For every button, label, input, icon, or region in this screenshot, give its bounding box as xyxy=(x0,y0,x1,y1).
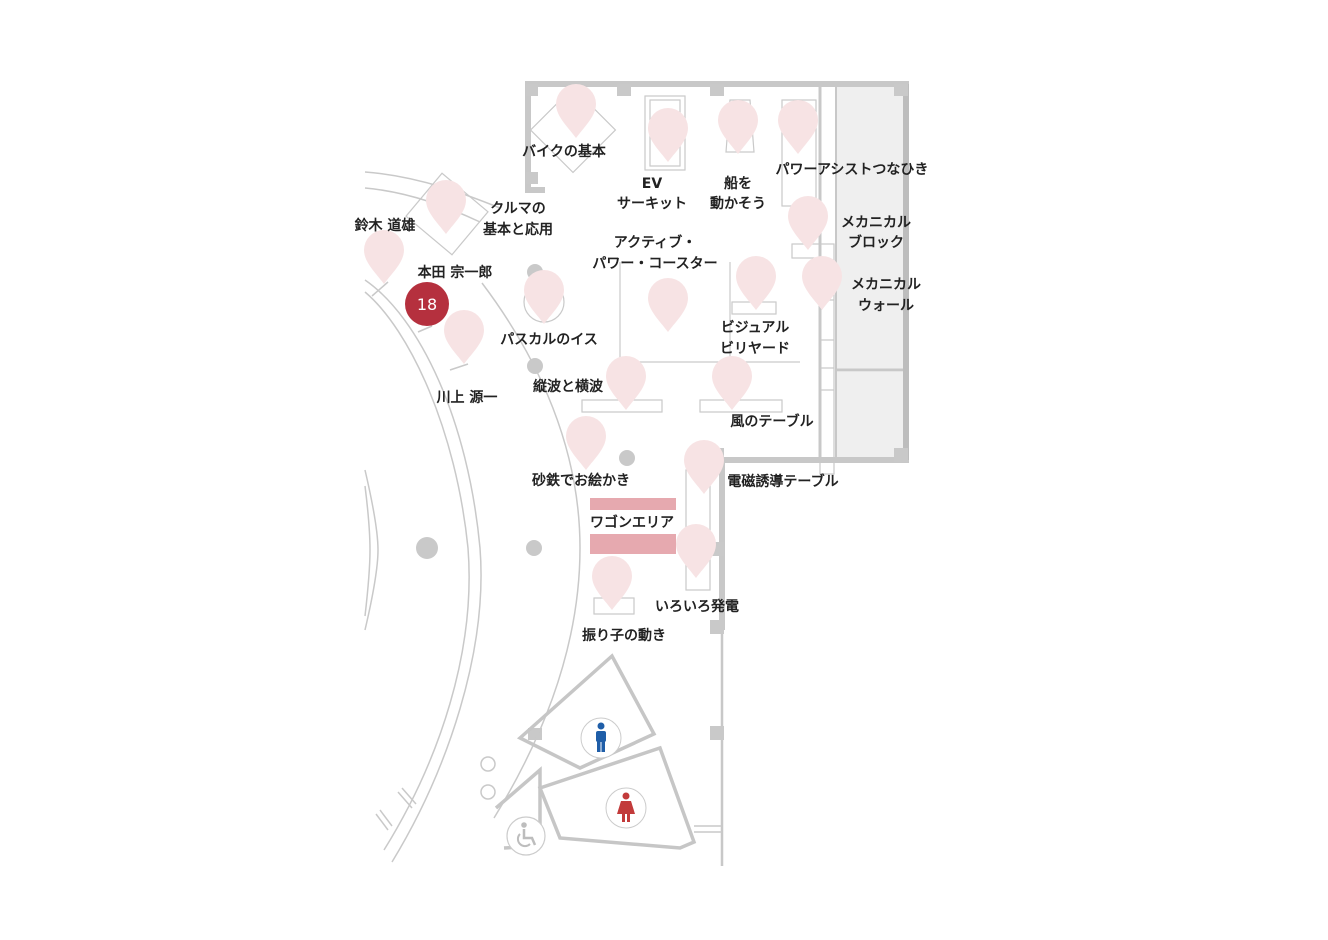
label-pascal-chair[interactable]: パスカルのイス xyxy=(500,332,598,348)
label-suzuki[interactable]: 鈴木 道雄 xyxy=(355,217,416,234)
location-pin-icon[interactable] xyxy=(426,180,466,234)
label-induction-table[interactable]: 電磁誘導テーブル xyxy=(727,473,838,490)
location-pin-icon[interactable] xyxy=(684,440,724,494)
label-wind-table[interactable]: 風のテーブル xyxy=(730,413,813,430)
location-pin-icon[interactable] xyxy=(648,108,688,162)
label-wagon-area[interactable]: ワゴンエリア xyxy=(590,514,674,531)
label-active-coaster-1[interactable]: アクティブ・ xyxy=(614,234,696,251)
label-mechanical-wall-1[interactable]: メカニカル xyxy=(851,277,921,293)
label-ev-circuit-1[interactable]: EV xyxy=(642,176,663,192)
label-car-basics-1[interactable]: クルマの xyxy=(490,201,546,217)
label-visual-billiards-1[interactable]: ビジュアル xyxy=(721,320,790,336)
label-power-assist[interactable]: パワーアシストつなひき xyxy=(776,162,929,178)
location-pin-icon[interactable] xyxy=(444,310,484,364)
location-pin-icon[interactable] xyxy=(566,416,606,470)
label-mechanical-wall-2[interactable]: ウォール xyxy=(858,298,914,314)
exhibit-labels: バイクの基本 EV サーキット 船を 動かそう パワーアシストつなひき クルマの… xyxy=(355,143,929,644)
label-visual-billiards-2[interactable]: ビリヤード xyxy=(720,341,790,357)
label-bike-basics[interactable]: バイクの基本 xyxy=(522,143,607,160)
women-restroom-icon xyxy=(605,787,647,829)
selected-exhibit-badge[interactable]: 18 xyxy=(405,282,449,326)
wagon-area xyxy=(590,498,676,554)
label-generation[interactable]: いろいろ発電 xyxy=(655,598,739,615)
location-pin-icon[interactable] xyxy=(788,196,828,250)
label-ev-circuit-2[interactable]: サーキット xyxy=(617,196,687,212)
location-pin-icon[interactable] xyxy=(606,356,646,410)
location-pin-icon[interactable] xyxy=(556,84,596,138)
wheelchair-icon xyxy=(506,816,546,856)
label-move-ship-2[interactable]: 動かそう xyxy=(710,195,766,212)
label-mechanical-block-1[interactable]: メカニカル xyxy=(841,215,911,231)
label-car-basics-2[interactable]: 基本と応用 xyxy=(483,221,553,238)
label-active-coaster-2[interactable]: パワー・コースター xyxy=(592,256,717,272)
label-honda[interactable]: 本田 宗一郎 xyxy=(418,264,493,281)
location-pin-icon[interactable] xyxy=(778,100,818,154)
badge-number: 18 xyxy=(417,295,437,314)
label-waves[interactable]: 縦波と横波 xyxy=(533,378,604,395)
location-pin-icon[interactable] xyxy=(712,356,752,410)
location-pin-icon[interactable] xyxy=(364,230,404,284)
men-restroom-icon xyxy=(580,717,622,759)
label-kawakami[interactable]: 川上 源一 xyxy=(436,389,498,406)
label-mechanical-block-2[interactable]: ブロック xyxy=(848,234,904,251)
location-pin-icon[interactable] xyxy=(648,278,688,332)
label-iron-sand[interactable]: 砂鉄でお絵かき xyxy=(531,472,630,489)
location-pin-icon[interactable] xyxy=(592,556,632,610)
label-move-ship-1[interactable]: 船を xyxy=(724,175,752,192)
label-pendulum[interactable]: 振り子の動き xyxy=(582,627,666,644)
storage-area xyxy=(818,86,906,460)
location-pin-icon[interactable] xyxy=(718,100,758,154)
